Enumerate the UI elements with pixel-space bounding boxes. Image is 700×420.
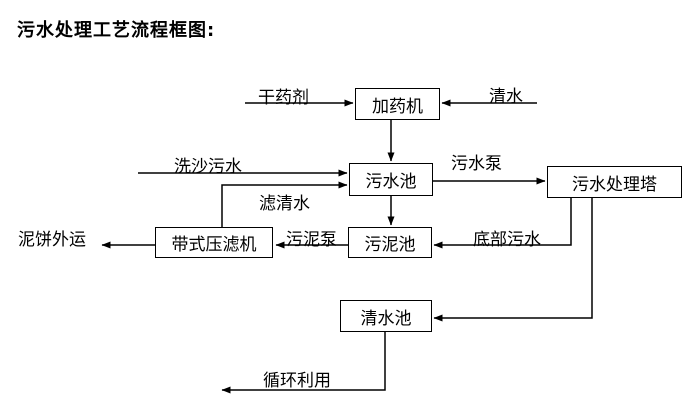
edge-label-filtered-water: 滤清水 [259,194,310,214]
page-title: 污水处理工艺流程框图: [17,20,216,41]
edge-bottom-sewage-tower-to-sludge-tank [433,198,572,249]
edge-label-bottom-sewage: 底部污水 [473,230,541,250]
node-treatment-tower: 污水处理塔 [547,166,682,198]
node-treatment-tower-label: 污水处理塔 [572,174,657,195]
edge-treatment-tower-to-clean-water-tank [433,198,593,322]
edge-label-mud-cake-out: 泥饼外运 [18,230,86,250]
node-dosing-machine-label: 加药机 [372,96,423,117]
node-sludge-tank-label: 污泥池 [364,235,416,255]
edge-label-sand-washing-sewage: 洗沙污水 [174,157,242,177]
node-belt-filter-press: 带式压滤机 [155,227,273,258]
edge-filtered-water-press-to-sewage-tank [221,181,348,227]
edge-label-clean-water: 清水 [489,87,523,107]
node-clean-water-tank: 清水池 [340,300,432,332]
edge-recycle-out [221,332,386,394]
edge-label-dry-chemical: 干药剂 [258,88,309,108]
node-belt-filter-press-label: 带式压滤机 [171,235,257,255]
node-sludge-tank: 污泥池 [348,227,432,258]
edge-label-sludge-pump: 污泥泵 [286,230,337,250]
node-clean-water-tank-label: 清水池 [360,308,412,329]
edge-label-recycle: 循环利用 [263,371,331,391]
node-dosing-machine: 加药机 [355,88,440,120]
node-sewage-tank-label: 污水池 [365,172,417,192]
edge-label-sewage-pump: 污水泵 [451,154,502,174]
node-sewage-tank: 污水池 [349,163,433,196]
